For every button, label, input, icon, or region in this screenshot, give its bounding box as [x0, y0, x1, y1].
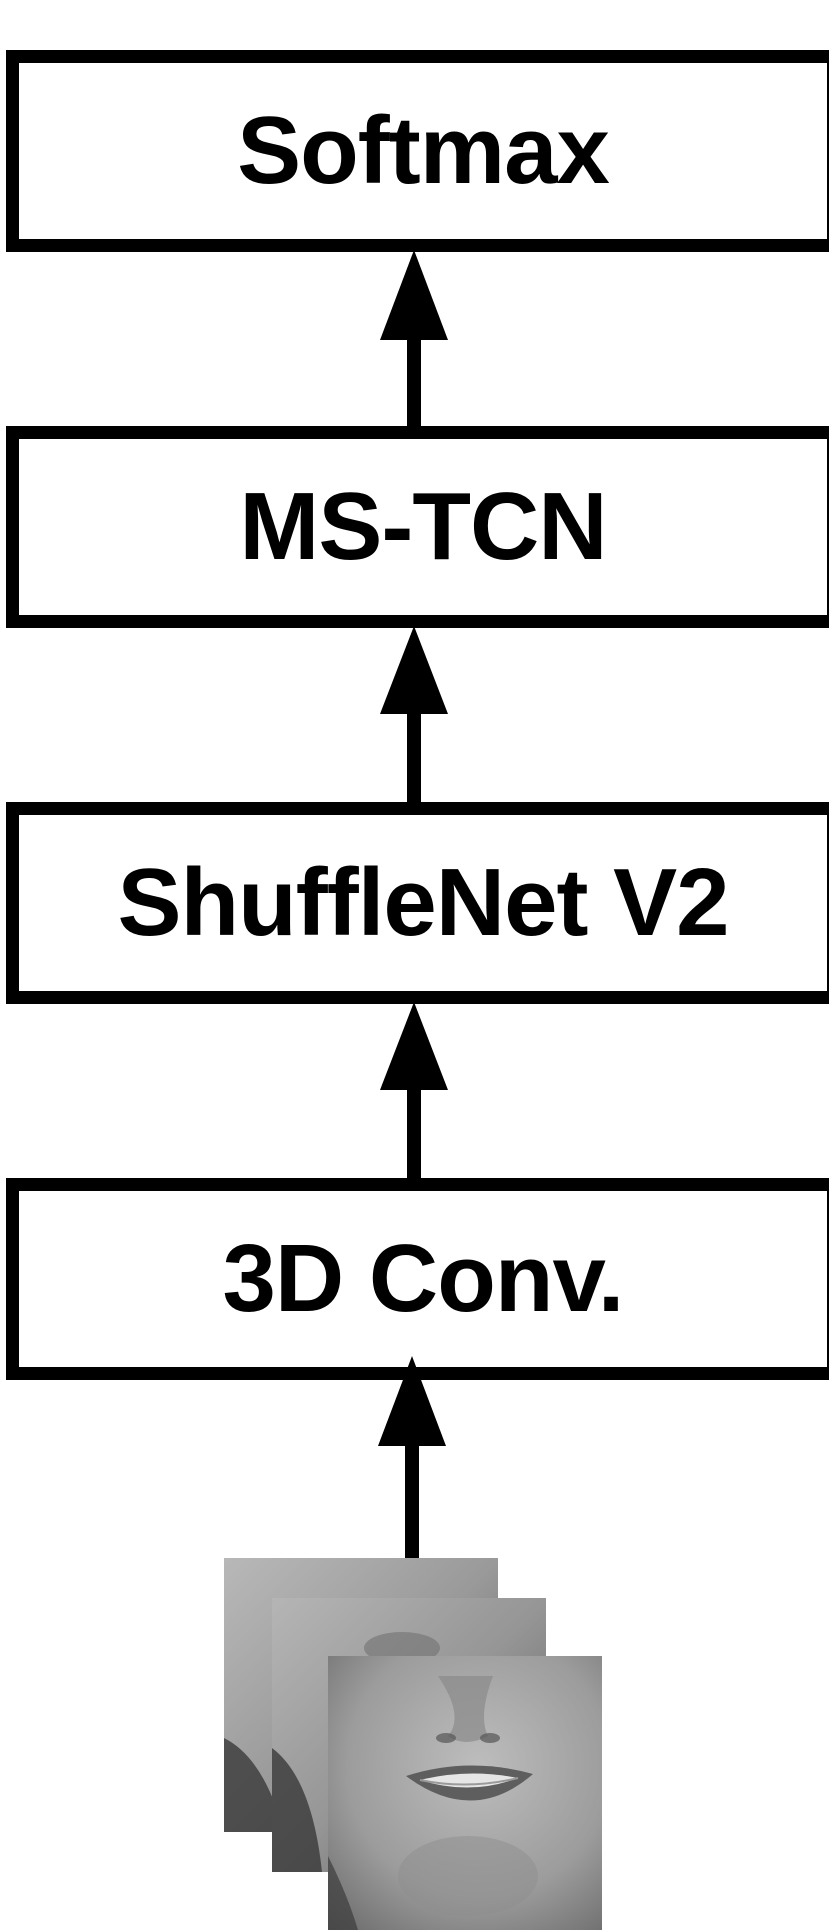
softmax-label: Softmax — [237, 97, 610, 204]
arrow-shufflenet-to-mstcn — [380, 626, 448, 803]
shufflenet-v2-label: ShuffleNet V2 — [117, 849, 729, 956]
3d-conv-block: 3D Conv. — [6, 1178, 829, 1380]
softmax-block: Softmax — [6, 50, 829, 252]
arrow-input-to-conv — [378, 1356, 446, 1560]
arrow-conv-to-shufflenet — [380, 1002, 448, 1179]
3d-conv-label: 3D Conv. — [222, 1225, 625, 1332]
input-frame-3 — [328, 1656, 602, 1930]
arrow-mstcn-to-softmax — [380, 250, 448, 427]
ms-tcn-block: MS-TCN — [6, 426, 829, 628]
ms-tcn-label: MS-TCN — [239, 473, 607, 580]
shufflenet-v2-block: ShuffleNet V2 — [6, 802, 829, 1004]
